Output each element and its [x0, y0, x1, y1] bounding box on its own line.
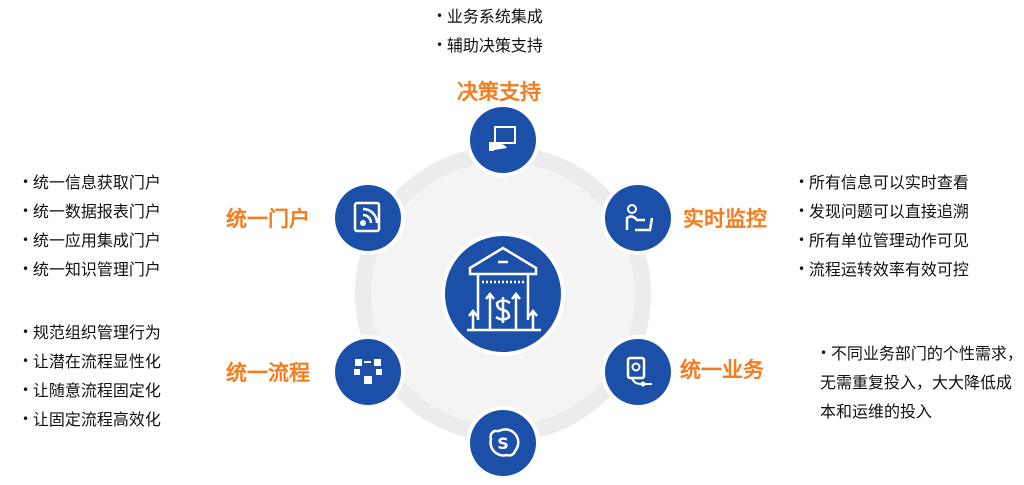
list-item: 所有信息可以实时查看 — [798, 168, 969, 197]
business-text: • 不同业务部门的个性需求，无需重复投入，大大降低成本和运维的投入 — [820, 344, 1023, 421]
svg-text:S: S — [497, 434, 509, 453]
monitor-title: 实时监控 — [683, 207, 767, 231]
list-item: 辅助决策支持 — [436, 31, 543, 60]
list-item: 流程运转效率有效可控 — [798, 255, 969, 284]
business-text-body: 不同业务部门的个性需求，无需重复投入，大大降低成本和运维的投入 — [820, 344, 1023, 421]
team-workflow-icon — [354, 359, 382, 384]
process-node — [331, 335, 405, 409]
list-item: 让潜在流程显性化 — [22, 347, 161, 376]
business-node — [601, 335, 675, 409]
monitor-node — [601, 181, 675, 255]
portal-node — [331, 181, 405, 255]
list-item: 业务系统集成 — [436, 2, 543, 31]
list-item: 统一数据报表门户 — [22, 197, 161, 226]
top-node — [466, 103, 540, 177]
business-title: 统一业务 — [680, 358, 764, 382]
process-title: 统一流程 — [226, 361, 310, 385]
list-item: 统一应用集成门户 — [22, 226, 161, 255]
skype-s-icon: S — [489, 428, 520, 457]
rss-book-icon — [353, 201, 381, 233]
list-item: 统一知识管理门户 — [22, 255, 161, 284]
portal-title: 统一门户 — [226, 207, 310, 231]
list-item: 规范组织管理行为 — [22, 318, 161, 347]
bottom-node: S — [466, 406, 540, 480]
portal-list: 统一信息获取门户 统一数据报表门户 统一应用集成门户 统一知识管理门户 — [22, 168, 161, 284]
process-list: 规范组织管理行为 让潜在流程显性化 让随意流程固定化 让固定流程高效化 — [22, 318, 161, 434]
list-item: 发现问题可以直接追溯 — [798, 197, 969, 226]
device-connection-icon — [626, 356, 652, 387]
person-laptop-icon — [625, 204, 654, 232]
list-item: 所有单位管理动作可见 — [798, 226, 969, 255]
monitor-list: 所有信息可以实时查看 发现问题可以直接追溯 所有单位管理动作可见 流程运转效率有… — [798, 168, 969, 284]
decision-support-list: 业务系统集成 辅助决策支持 — [436, 2, 543, 60]
decision-support-title: 决策支持 — [457, 80, 541, 104]
list-item: 统一信息获取门户 — [22, 168, 161, 197]
list-item: 让随意流程固定化 — [22, 376, 161, 405]
bank-dollar-growth-icon — [445, 236, 561, 352]
list-item: 让固定流程高效化 — [22, 405, 161, 434]
hand-holding-window-icon — [489, 126, 516, 151]
